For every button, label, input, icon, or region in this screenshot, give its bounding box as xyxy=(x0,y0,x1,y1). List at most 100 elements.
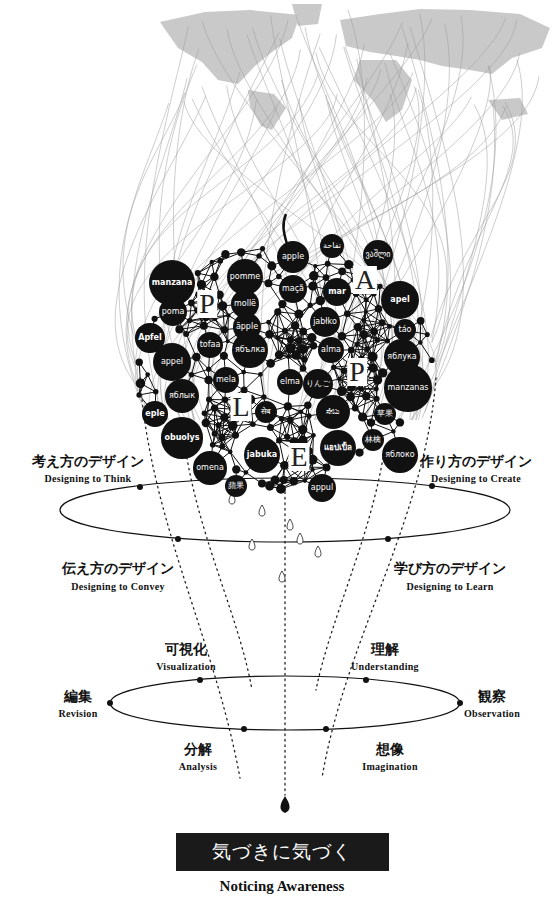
concept-translation: Revision xyxy=(58,708,97,719)
apple-word: appul xyxy=(311,484,333,492)
word-circle: eple xyxy=(142,401,167,426)
apple-word: obuolys xyxy=(164,434,199,442)
concept-label: 学び方のデザイン xyxy=(394,560,506,578)
concept-label: 考え方のデザイン xyxy=(32,453,144,471)
word-circle: แอปเปิ้ล xyxy=(320,430,356,466)
concept-translation: Visualization xyxy=(156,661,216,672)
word-circle: 苹果 xyxy=(374,403,396,425)
apple-word: 林檎 xyxy=(365,436,381,444)
word-circle: mela xyxy=(213,367,239,393)
word-circle: omena xyxy=(193,451,227,485)
apple-word: mollë xyxy=(234,300,256,308)
concept-translation: Designing to Create xyxy=(431,473,521,484)
apple-word: apel xyxy=(390,296,409,304)
apple-word: تفاحة xyxy=(323,242,341,250)
apple-word: ვაშლი xyxy=(366,251,391,259)
ellipse-markers xyxy=(107,483,463,732)
word-circle: jabłko xyxy=(310,307,340,337)
apple-word: manzanas xyxy=(387,384,428,392)
apple-letter: E xyxy=(288,443,309,471)
apple-word: ябълка xyxy=(235,346,265,354)
apple-word: 苹果 xyxy=(377,410,393,418)
apple-word: mela xyxy=(216,376,236,384)
word-circle: ಸೇಬು xyxy=(316,395,350,429)
word-circle: 蘋果 xyxy=(225,475,247,497)
concept-translation: Designing to Think xyxy=(45,473,132,484)
result-box: 気づきに気づく xyxy=(176,833,389,871)
apple-word: táo xyxy=(399,326,412,334)
apple-letter: P xyxy=(197,290,217,318)
word-circle: maçã xyxy=(279,275,307,303)
apple-word: Apfel xyxy=(138,334,162,342)
apple-word: りんご xyxy=(306,380,330,388)
concept-label: 作り方のデザイン xyxy=(420,453,532,471)
apple-word: jabłko xyxy=(313,318,337,326)
concept-label: 伝え方のデザイン xyxy=(62,560,174,578)
concept-label: 観察 xyxy=(478,688,506,706)
apple-word: äpple xyxy=(236,323,258,331)
word-circle: poma xyxy=(159,298,188,327)
word-circle: obuolys xyxy=(161,417,202,458)
word-circle: appel xyxy=(153,343,191,381)
apple-word: jabuka xyxy=(247,451,277,459)
concept-label: 理解 xyxy=(371,641,399,659)
concept-translation: Designing to Learn xyxy=(406,581,493,592)
apple-word: poma xyxy=(162,308,185,316)
apple-network xyxy=(136,246,435,494)
apple-word: tofaa xyxy=(200,341,221,349)
word-circle: ябълка xyxy=(232,332,268,368)
concept-translation: Observation xyxy=(464,708,520,719)
connection-arcs xyxy=(115,10,539,420)
apple-word: apple xyxy=(282,253,304,261)
word-circle: सेब xyxy=(255,401,277,423)
apple-word: pomme xyxy=(230,273,260,281)
word-circle: apel xyxy=(381,281,419,319)
apple-word: ಸೇಬು xyxy=(326,408,340,416)
apple-word: elma xyxy=(280,378,300,386)
apple-word: 蘋果 xyxy=(228,482,244,490)
caption: Noticing Awareness xyxy=(220,878,345,895)
apple-word: mar xyxy=(328,288,346,296)
word-circle: яблык xyxy=(165,379,199,413)
apple-word: яблука xyxy=(387,353,416,361)
apple-word: appel xyxy=(161,358,183,366)
concept-label: 分解 xyxy=(184,741,212,759)
apple-word: सेब xyxy=(261,408,271,416)
apple-word: eple xyxy=(145,410,164,418)
box-text: 気づきに気づく xyxy=(212,839,352,865)
apple-word: แอปเปิ้ล xyxy=(324,444,352,452)
word-circle: apple xyxy=(277,241,309,273)
concept-label: 編集 xyxy=(64,688,92,706)
process-ellipse xyxy=(110,676,460,730)
word-circle: appul xyxy=(308,474,336,502)
funnel-lines xyxy=(140,378,436,795)
word-circle: яблоко xyxy=(382,437,417,472)
design-ellipse xyxy=(60,478,510,542)
word-circle: jabuka xyxy=(244,437,280,473)
word-circle: elma xyxy=(277,369,303,395)
concept-translation: Imagination xyxy=(362,761,418,772)
apple-letter: A xyxy=(353,266,377,294)
apple-word: alma xyxy=(321,346,341,354)
apple-letter: P xyxy=(347,358,367,386)
droplets xyxy=(229,493,321,582)
word-circle: mar xyxy=(323,278,351,306)
apple-word: яблоко xyxy=(385,451,414,459)
apple-word: omena xyxy=(196,464,224,472)
word-circle: táo xyxy=(394,319,416,341)
word-circle: تفاحة xyxy=(320,234,344,258)
concept-label: 可視化 xyxy=(165,641,207,659)
word-circle: 林檎 xyxy=(362,429,384,451)
word-circle: alma xyxy=(318,337,344,363)
apple-word: manzana xyxy=(152,279,193,287)
word-circle: tofaa xyxy=(197,332,224,359)
concept-label: 想像 xyxy=(376,741,404,759)
concept-translation: Designing to Convey xyxy=(71,581,164,592)
apple-word: maçã xyxy=(282,285,304,293)
concept-translation: Understanding xyxy=(351,661,419,672)
black-drop xyxy=(280,796,289,813)
apple-word: яблык xyxy=(169,392,195,400)
concept-translation: Analysis xyxy=(179,761,218,772)
apple-letter: L xyxy=(230,393,251,421)
